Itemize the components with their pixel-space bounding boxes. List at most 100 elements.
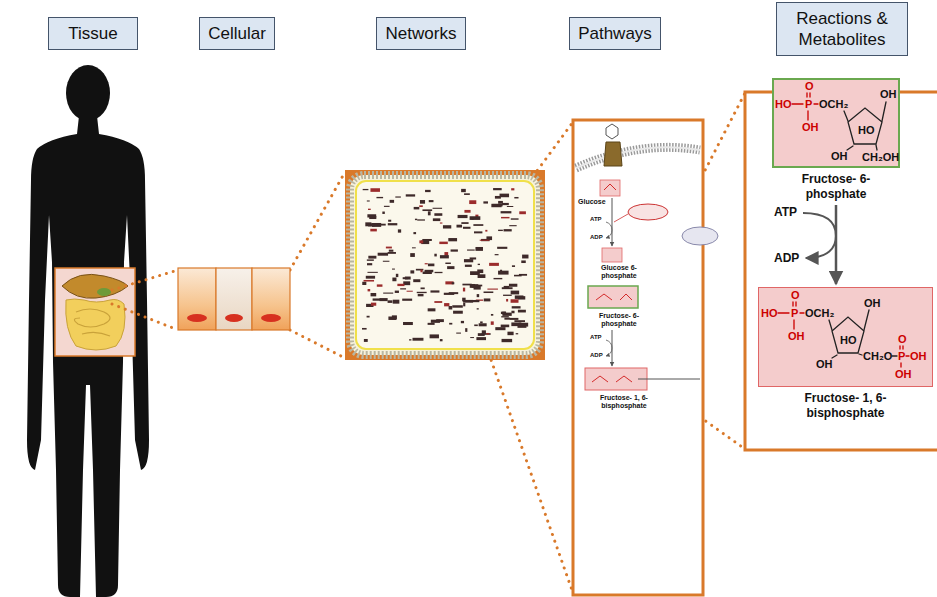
network-mark [419, 240, 423, 243]
network-mark [514, 320, 525, 322]
network-mark [476, 337, 486, 340]
network-mark [501, 325, 510, 328]
network-mark [367, 259, 374, 260]
level-label: Networks [385, 23, 457, 44]
network-mark [425, 190, 431, 192]
network-mark [370, 188, 380, 192]
network-mark [382, 212, 384, 214]
network-mark [475, 247, 483, 251]
level-label: Cellular [208, 23, 266, 44]
pathway-label: ADP [590, 352, 603, 359]
illustration-part [829, 320, 832, 330]
network-mark [433, 208, 442, 209]
network-mark [428, 264, 434, 267]
pathway-label: Fructose- 6-phosphate [596, 312, 642, 328]
network-mark [483, 201, 488, 203]
network-mark [486, 333, 489, 335]
illustration-part [682, 227, 718, 245]
atom-label: P [898, 350, 905, 362]
network-mark [504, 318, 510, 320]
network-mark [501, 316, 509, 317]
network-mark [498, 271, 508, 275]
level-header-box: Networks [376, 17, 466, 50]
network-mark [430, 334, 439, 338]
network-mark [447, 266, 454, 269]
network-mark [509, 225, 516, 226]
network-mark [413, 279, 420, 282]
network-mark [492, 204, 502, 207]
network-mark [370, 229, 377, 232]
network-mark [507, 332, 513, 335]
illustration-part [225, 314, 243, 322]
network-mark [477, 308, 479, 309]
network-mark [378, 224, 386, 226]
atom-label: HO [775, 98, 792, 110]
pathway-label: ADP [590, 234, 603, 241]
illustration-part [55, 268, 135, 356]
network-mark [484, 298, 491, 301]
illustration-part [606, 222, 612, 238]
network-mark [419, 205, 423, 207]
network-mark [471, 284, 474, 288]
metabolite-name: Fructose- 1, 6-bisphosphate [784, 391, 908, 421]
illustration-part [112, 270, 178, 290]
network-mark [462, 284, 471, 286]
illustration-part [803, 213, 836, 258]
network-mark [463, 227, 471, 229]
illustration-part [614, 214, 628, 222]
network-mark [458, 215, 468, 218]
network-mark [509, 284, 517, 287]
network-mark [392, 269, 395, 270]
network-mark [420, 270, 422, 273]
network-mark [383, 293, 393, 294]
network-mark [495, 254, 499, 255]
network-mark [470, 257, 476, 259]
network-mark [440, 222, 442, 223]
network-mark [386, 247, 392, 249]
illustration-part [573, 120, 703, 595]
network-mark [449, 306, 453, 309]
network-mark [414, 207, 420, 209]
network-mark [511, 311, 514, 314]
network-mark [485, 230, 487, 232]
cofactor-label: ATP [774, 206, 797, 219]
network-mark [517, 325, 526, 328]
network-mark [501, 211, 512, 213]
network-mark [495, 327, 505, 330]
illustration-part [66, 299, 125, 350]
atom-label: OH [788, 330, 805, 342]
network-mark [429, 200, 434, 202]
illustration-part [606, 340, 612, 356]
pathway-label: Fructose- 1, 6-bisphosphate [592, 394, 656, 410]
network-mark [465, 328, 467, 332]
network-mark [463, 303, 465, 306]
network-mark [402, 299, 412, 301]
network-mark [465, 265, 472, 267]
network-mark [421, 287, 425, 289]
network-mark [377, 284, 383, 286]
illustration-part [350, 175, 540, 355]
network-mark [480, 321, 483, 323]
illustration-part [112, 304, 178, 330]
network-mark [364, 280, 375, 282]
network-mark [431, 320, 440, 323]
network-mark [389, 250, 394, 252]
network-mark [498, 230, 503, 231]
illustration-part [588, 286, 638, 308]
illustration-part [807, 93, 810, 97]
network-mark [363, 189, 369, 190]
network-mark [521, 260, 525, 263]
metabolite-box: Fructose- 1, 6-bisphosphate [758, 287, 933, 421]
network-mark [417, 219, 425, 220]
network-mark [423, 272, 432, 274]
network-mark [493, 188, 502, 190]
network-mark [487, 289, 498, 290]
network-mark [434, 213, 442, 216]
network-mark [412, 247, 416, 248]
network-mark [491, 314, 493, 316]
network-mark [410, 270, 414, 273]
network-mark [439, 242, 447, 244]
network-mark [440, 255, 449, 258]
